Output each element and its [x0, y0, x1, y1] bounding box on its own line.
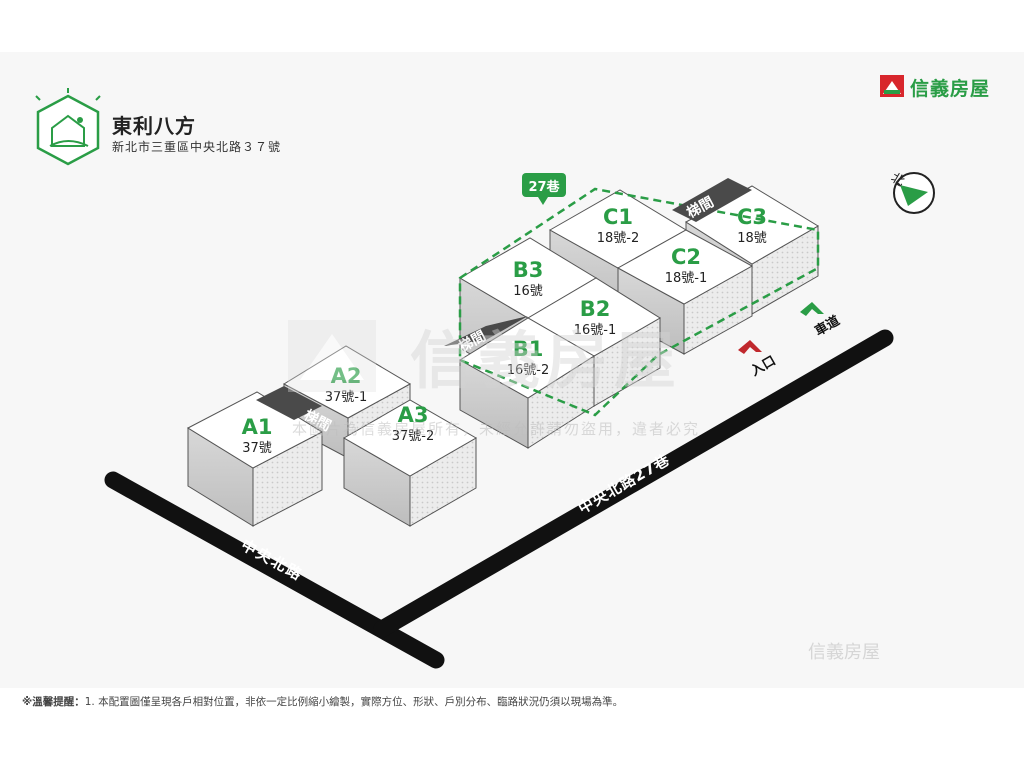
road-lane: [373, 329, 894, 638]
lane-marker-label: 27巷: [528, 179, 560, 195]
project-title: 東利八方: [112, 114, 196, 138]
building-a1-roof: [186, 391, 324, 469]
driveway-marker: [800, 302, 824, 316]
building-a2-address: 37號-1: [325, 390, 368, 405]
watermark-corner: 信義房屋: [808, 642, 880, 663]
stairs-b: [444, 316, 528, 346]
brand: 信義房屋: [878, 74, 990, 100]
building-a3-address: 37號-2: [392, 429, 435, 444]
building-a1-id: A1: [242, 415, 273, 439]
building-c3-id: C3: [737, 205, 767, 229]
building-b1-id: B1: [513, 337, 544, 361]
building-b3-address: 16號: [513, 284, 543, 299]
building-a1-address: 37號: [242, 441, 272, 456]
road-lane-label: 中央北路27巷: [575, 450, 673, 517]
footer-note: ※溫馨提醒：1. 本配置圖僅呈現各戶相對位置，非依一定比例縮小繪製，實際方位、形…: [22, 694, 623, 709]
brand-logo-icon: [880, 75, 904, 97]
building-c1-address: 18號-2: [597, 231, 640, 246]
footer-text: 1. 本配置圖僅呈現各戶相對位置，非依一定比例縮小繪製，實際方位、形狀、戶別分布…: [84, 696, 624, 708]
project-address: 新北市三重區中央北路３７號: [112, 140, 282, 154]
building-b1-address: 16號-2: [507, 363, 550, 378]
entrance-label: 入口: [749, 353, 779, 379]
building-a3-roof: [342, 399, 478, 477]
building-a2-roof: [282, 345, 412, 419]
building-b3-id: B3: [513, 258, 544, 282]
footer-prefix: ※溫馨提醒：: [22, 696, 85, 708]
building-b1-roof: [459, 317, 595, 399]
driveway-label: 車道: [812, 313, 843, 340]
project-logo-icon: [35, 88, 101, 166]
stairs-c: [672, 178, 752, 222]
building-c2-id: C2: [671, 245, 701, 269]
building-a3-id: A3: [398, 403, 429, 427]
watermark-logo-icon: [288, 320, 376, 392]
compass-icon: [893, 172, 935, 214]
compass-label: 北: [888, 170, 907, 189]
brand-name: 信義房屋: [910, 77, 991, 100]
building-b2-id: B2: [580, 297, 611, 321]
building-a2-id: A2: [331, 364, 362, 388]
building-c3-address: 18號: [737, 231, 767, 246]
lane-marker-icon: [522, 173, 566, 205]
lane-27-boundary: [458, 187, 820, 417]
entrance-marker: [738, 340, 762, 354]
building-c2-address: 18號-1: [665, 271, 708, 286]
building-a3: A3 37號-2: [342, 399, 478, 527]
stairs-a: [256, 386, 322, 420]
building-b1: B1 16號-2: [459, 317, 595, 449]
building-b2-address: 16號-1: [574, 323, 617, 338]
building-c1-id: C1: [603, 205, 633, 229]
building-c2-roof: [616, 229, 754, 305]
